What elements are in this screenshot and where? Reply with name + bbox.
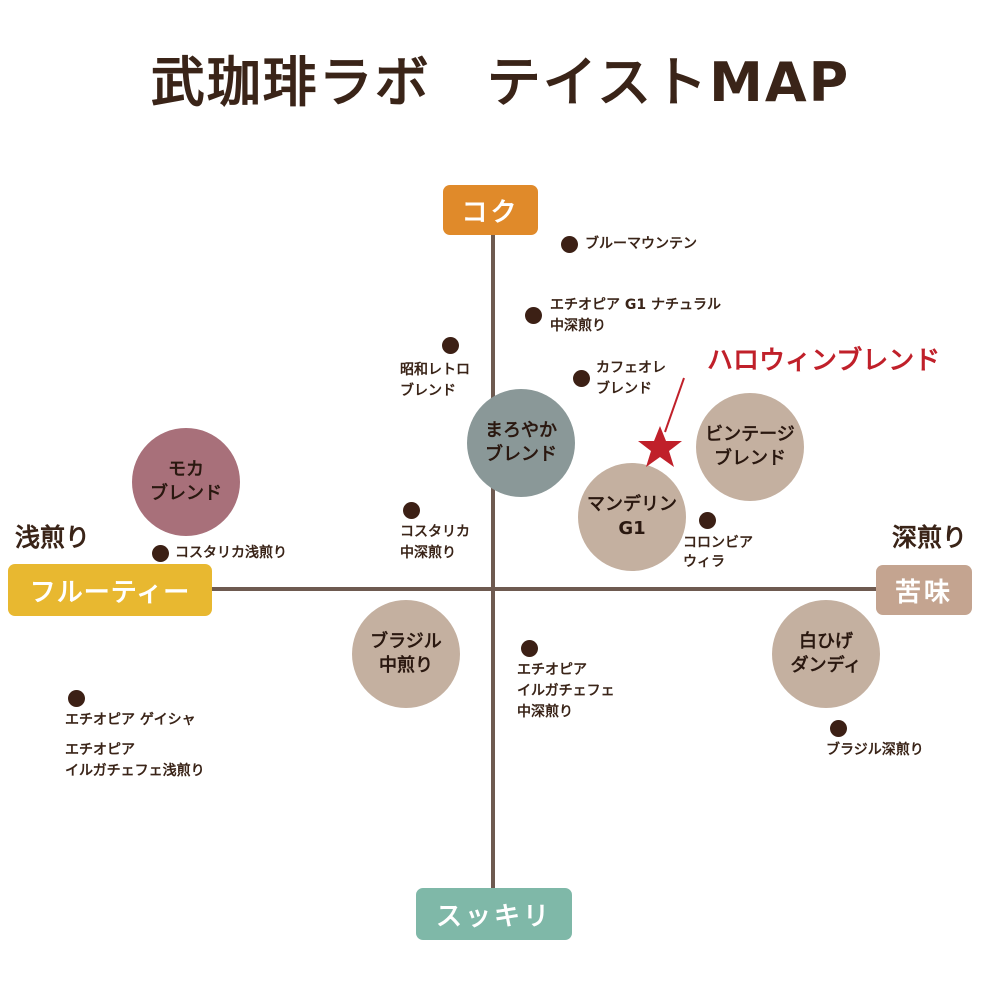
circle-label: ビンテージ [705, 424, 795, 445]
circle-brazil-medium: ブラジル中煎り [352, 600, 460, 708]
circle-vintage-blend: ビンテージブレンド [696, 393, 804, 501]
label-line: エチオピア [65, 742, 135, 758]
label-line: エチオピア [517, 662, 587, 678]
vertical-axis [491, 210, 495, 890]
circle-label: 中煎り [379, 655, 433, 676]
circle-label: まろやか [485, 420, 557, 441]
point-label: コスタリカ中深煎り [400, 522, 470, 564]
highlight-label: ハロウィンブレンド [707, 346, 941, 376]
point-label: カフェオレブレンド [596, 358, 666, 400]
point-dot [521, 640, 538, 657]
circle-mocha-blend: モカブレンド [132, 428, 240, 536]
label-line: コスタリカ [400, 524, 470, 540]
label-line: ブラジル深煎り [826, 742, 924, 758]
point-dot [152, 545, 169, 562]
circle-label: ブレンド [714, 448, 786, 469]
circle-label: G1 [618, 518, 646, 539]
point-dot [561, 236, 578, 253]
circle-maroyaka-blend: まろやかブレンド [467, 389, 575, 497]
label-line: ウィラ [683, 554, 725, 570]
circle-label: モカ [168, 459, 204, 480]
point-label: コロンビアウィラ [683, 534, 753, 572]
point-label: コスタリカ浅煎り [175, 543, 287, 564]
point-dot [68, 690, 85, 707]
circle-label: 白ひげ [799, 631, 853, 652]
star-icon [638, 426, 682, 467]
label-line: イルガチェフェ浅煎り [65, 763, 205, 779]
page-title: 武珈琲ラボ テイストMAP [150, 51, 851, 114]
point-dot [830, 720, 847, 737]
label-line: ブレンド [400, 383, 456, 399]
dark-roast-label: 深煎り [892, 523, 968, 552]
axis-label-clean: スッキリ [416, 888, 572, 940]
point-label: エチオピアイルガチェフェ浅煎り [65, 740, 205, 782]
circle-label: ブレンド [485, 444, 557, 465]
axis-label-bitter: 苦味 [876, 565, 972, 615]
label-line: イルガチェフェ [517, 683, 615, 699]
point-label: ブルーマウンテン [585, 234, 697, 255]
label-line: 中深煎り [517, 704, 573, 720]
circle-label: ダンディ [790, 655, 862, 676]
circle-label: ブラジル [370, 631, 442, 652]
label-line: ブルーマウンテン [585, 236, 697, 252]
point-dot [442, 337, 459, 354]
label-line: エチオピア G1 ナチュラル [550, 297, 721, 313]
label-line: ブレンド [596, 381, 652, 397]
light-roast-label: 浅煎り [15, 523, 91, 552]
point-dot [403, 502, 420, 519]
label-line: 中深煎り [550, 318, 606, 334]
point-label: エチオピアイルガチェフェ中深煎り [517, 660, 615, 723]
axis-label-fruity: フルーティー [8, 564, 212, 616]
circle-label: マンデリン [587, 494, 677, 515]
point-label: エチオピア G1 ナチュラル中深煎り [550, 295, 721, 337]
label-line: コロンビア [683, 535, 753, 551]
label-line: 中深煎り [400, 545, 456, 561]
label-line: コスタリカ浅煎り [175, 545, 287, 561]
point-dot [573, 370, 590, 387]
circle-shirohige-dandy: 白ひげダンディ [772, 600, 880, 708]
circle-mandheling-g1: マンデリン G1 [578, 463, 686, 571]
label-line: 昭和レトロ [400, 362, 470, 378]
point-label: エチオピア ゲイシャ [65, 710, 196, 731]
point-label: ブラジル深煎り [826, 740, 924, 761]
horizontal-axis [210, 587, 880, 591]
point-dot [525, 307, 542, 324]
point-label: 昭和レトロブレンド [400, 360, 470, 402]
axis-label-koku: コク [443, 185, 538, 235]
label-line: エチオピア ゲイシャ [65, 712, 196, 728]
point-dot [699, 512, 716, 529]
circle-label: ブレンド [150, 483, 222, 504]
pointer-line [664, 377, 685, 433]
label-line: カフェオレ [596, 360, 666, 376]
